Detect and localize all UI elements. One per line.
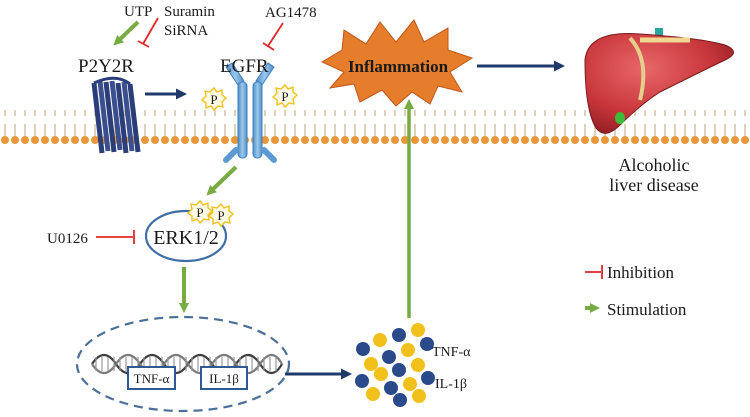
u0126-inhibition-mark — [96, 230, 135, 244]
legend-stimulation-label: Stimulation — [607, 300, 687, 319]
svg-text:TNF-α: TNF-α — [134, 371, 170, 386]
svg-text:ERK1/2: ERK1/2 — [153, 227, 219, 249]
tnf-gene-box: TNF-α — [127, 366, 176, 390]
phospho-badge-erk-right: P — [207, 202, 235, 228]
sirna-label: SiRNA — [164, 23, 208, 39]
erk-node: ERK1/2 — [144, 209, 228, 263]
egfr-label: EGFR — [220, 56, 269, 77]
phospho-badge-egfr-right: P — [271, 83, 299, 109]
ag1478-label: AG1478 — [265, 5, 317, 21]
ag1478-inhibition-mark — [262, 22, 284, 51]
svg-text:Inflammation: Inflammation — [348, 57, 449, 76]
p2y2r-receptor-icon — [91, 76, 141, 154]
svg-text:P: P — [210, 92, 217, 107]
legend: Inhibition Stimulation — [585, 263, 687, 319]
egfr-receptor-icon — [223, 62, 277, 163]
suramin-inhibition-mark — [137, 17, 159, 48]
u0126-label: U0126 — [47, 231, 88, 247]
cytokine-cluster-icon — [355, 323, 435, 407]
phospho-badge-erk-left: P — [186, 199, 214, 225]
p2y2r-label: P2Y2R — [78, 56, 134, 77]
suramin-label: Suramin — [164, 4, 215, 20]
dna-icon — [91, 353, 283, 375]
svg-text:IL-1β: IL-1β — [209, 371, 239, 386]
tnf-cytokine-label: TNF-α — [432, 345, 471, 360]
legend-inhibition — [585, 265, 603, 279]
svg-text:P: P — [281, 89, 288, 104]
svg-text:P: P — [196, 205, 203, 220]
nucleus-outline — [75, 315, 291, 413]
il1b-cytokine-label: IL-1β — [435, 377, 467, 392]
egfr-to-erk-arrow — [206, 165, 238, 196]
phospho-badge-egfr-left: P — [200, 86, 228, 112]
il1b-gene-box: IL-1β — [200, 366, 248, 390]
liver-disease-label: liver disease — [609, 175, 698, 195]
legend-inhibition-label: Inhibition — [607, 263, 675, 282]
utp-label: UTP — [124, 4, 152, 20]
liver-icon — [584, 28, 734, 134]
cell-membrane — [0, 110, 750, 144]
utp-stimulation-arrow — [113, 20, 140, 46]
alcoholic-label: Alcoholic — [619, 155, 690, 175]
svg-text:P: P — [217, 208, 224, 223]
inflammation-burst-icon: Inflammation — [320, 19, 474, 107]
